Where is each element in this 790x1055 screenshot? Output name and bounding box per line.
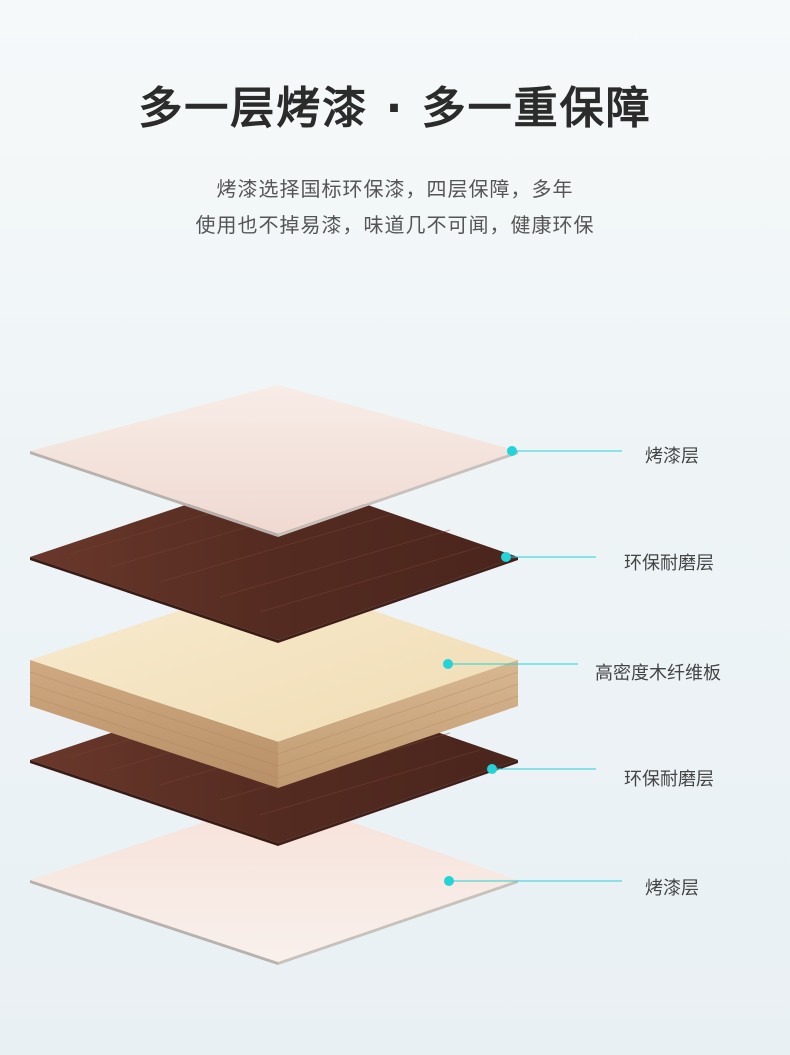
label-bottom-paint: 烤漆层 [645, 878, 699, 899]
label-lower-wear: 环保耐磨层 [624, 769, 714, 790]
layer-upper-wear [30, 474, 518, 643]
callout-4 [487, 764, 596, 774]
page-title: 多一层烤漆 · 多一重保障 [138, 83, 652, 134]
label-top-paint: 烤漆层 [645, 446, 699, 467]
callout-2 [501, 552, 596, 562]
subtitle-line-1: 烤漆选择国标环保漆，四层保障，多年 [216, 177, 574, 201]
label-upper-wear: 环保耐磨层 [624, 553, 714, 574]
callout-3 [443, 659, 578, 669]
layer-top-paint [30, 385, 518, 537]
label-fiberboard: 高密度木纤维板 [595, 663, 721, 684]
callout-1 [507, 446, 622, 456]
layer-fiberboard [29, 578, 519, 788]
subtitle-line-2: 使用也不掉易漆，味道几不可闻，健康环保 [195, 213, 595, 237]
layer-bottom-paint [30, 797, 518, 965]
callout-5 [444, 876, 622, 886]
